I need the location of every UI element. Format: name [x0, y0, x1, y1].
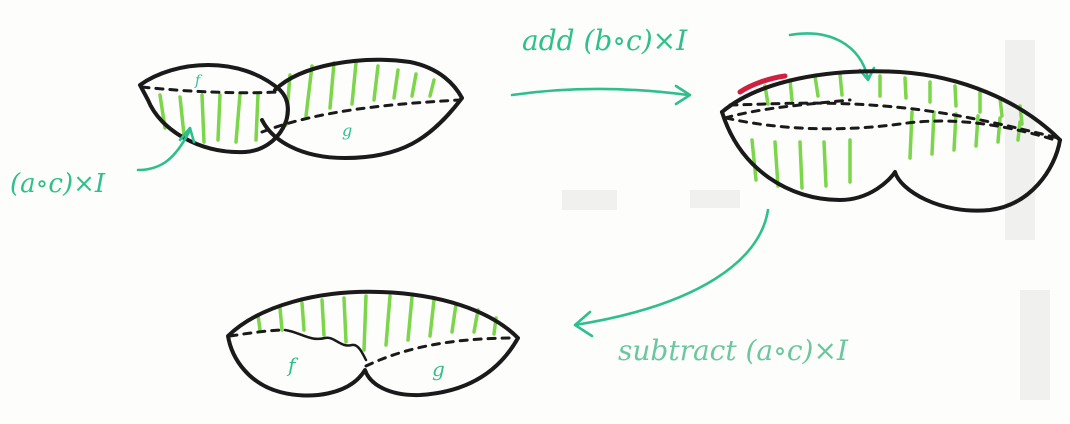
surface-1-f-label: f	[194, 73, 203, 89]
arrow-1	[510, 84, 692, 106]
surface-1-left-lobe	[138, 63, 290, 155]
surface-2-top-boundary	[720, 69, 1062, 142]
surface-2-dashed-2	[724, 116, 1057, 142]
surface-3-hatching	[256, 294, 498, 352]
surface-3-g-label: g	[432, 357, 445, 381]
arrow-2	[573, 208, 770, 338]
surface-2-red-edge	[737, 73, 788, 95]
surface-3-cut	[283, 328, 368, 362]
surface-2-outline	[720, 110, 1062, 213]
surface-3-boundary-f	[228, 328, 287, 338]
surface-2	[720, 69, 1062, 213]
arrow-2-label: subtract (a∘c)×I	[618, 334, 849, 367]
arrow-1-label: add (b∘c)×I	[522, 24, 688, 57]
surface-2-hatching	[750, 72, 1024, 190]
interval-1-pointer-arrow	[136, 126, 196, 172]
surface-3-f-label: f	[286, 353, 299, 377]
surface-1-boundary-g	[260, 98, 462, 134]
surface-2-dashed-1	[728, 101, 1060, 140]
surface-3: f g	[226, 289, 520, 398]
interval-1-label: (a∘c)×I	[10, 169, 106, 199]
surface-1-g-label: g	[342, 121, 352, 140]
surface-3-outline	[226, 289, 520, 398]
surface-3-boundary-g	[364, 336, 518, 368]
surface-1-boundary-f	[140, 85, 280, 95]
surface-1: f g	[138, 57, 464, 160]
surface-2-dashed-3	[723, 98, 852, 120]
surface-1-right-lobe	[260, 57, 464, 160]
